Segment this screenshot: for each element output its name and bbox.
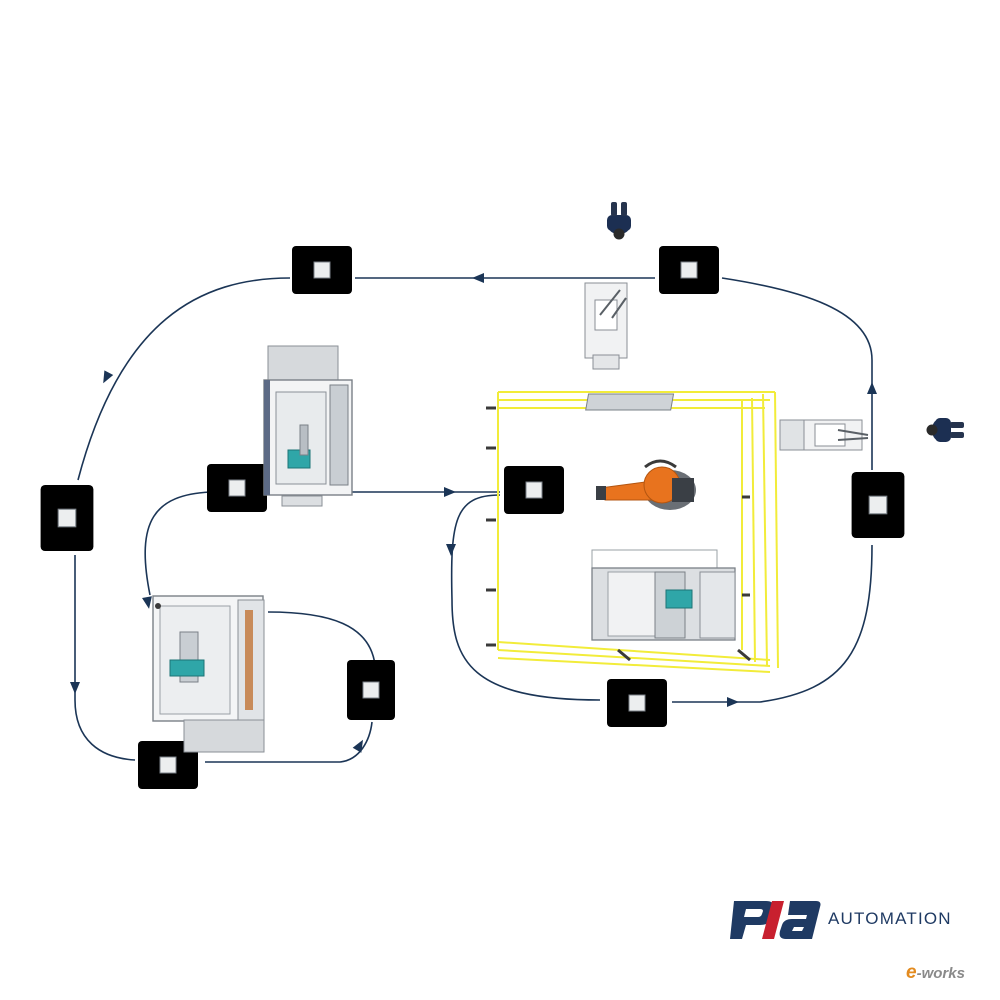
flow-top-left-curve — [77, 277, 291, 481]
robot-cell-machine — [591, 549, 736, 641]
arrow-up-icon — [867, 382, 877, 394]
workpiece-pallet-icon — [346, 659, 396, 721]
watermark-text: -works — [916, 965, 965, 982]
manual-workstation-right — [779, 419, 869, 451]
machining-cell-lower — [152, 595, 265, 753]
workpiece-pallet-icon — [206, 463, 268, 513]
arrow-down-left-icon — [98, 370, 114, 386]
workpiece-pallet-icon — [658, 245, 720, 295]
safety-fence — [486, 391, 779, 673]
arrow-down-icon — [446, 544, 456, 556]
logo-text: AUTOMATION — [828, 909, 952, 928]
flow-right-up — [721, 277, 873, 470]
flow-left-down — [74, 555, 136, 761]
arrow-right-icon — [444, 487, 456, 497]
workpiece-pallet-icon — [851, 471, 905, 539]
arrow-right-icon — [727, 697, 739, 707]
manual-workstation-top — [584, 282, 628, 370]
flow-right-loop-small — [267, 611, 376, 666]
eworks-watermark: e-works — [906, 962, 965, 984]
machining-cell-upper — [263, 345, 353, 507]
robot-arm-icon — [596, 459, 696, 510]
flow-inner-left — [450, 494, 601, 701]
flow-bottom-right — [672, 544, 873, 703]
arrow-down-icon — [70, 682, 80, 694]
arrow-left-icon — [472, 273, 484, 283]
workpiece-pallet-icon — [606, 678, 668, 728]
watermark-prefix: e — [906, 962, 917, 983]
arrow-down-icon — [142, 596, 154, 610]
workpiece-pallet-icon — [503, 465, 565, 515]
flow-mid-left-curve — [144, 491, 211, 596]
operator-icon — [926, 418, 964, 442]
operator-icon — [607, 202, 631, 240]
pia-logo-icon — [730, 901, 821, 939]
workpiece-pallet-icon — [40, 484, 94, 552]
workpiece-pallet-icon — [291, 245, 353, 295]
